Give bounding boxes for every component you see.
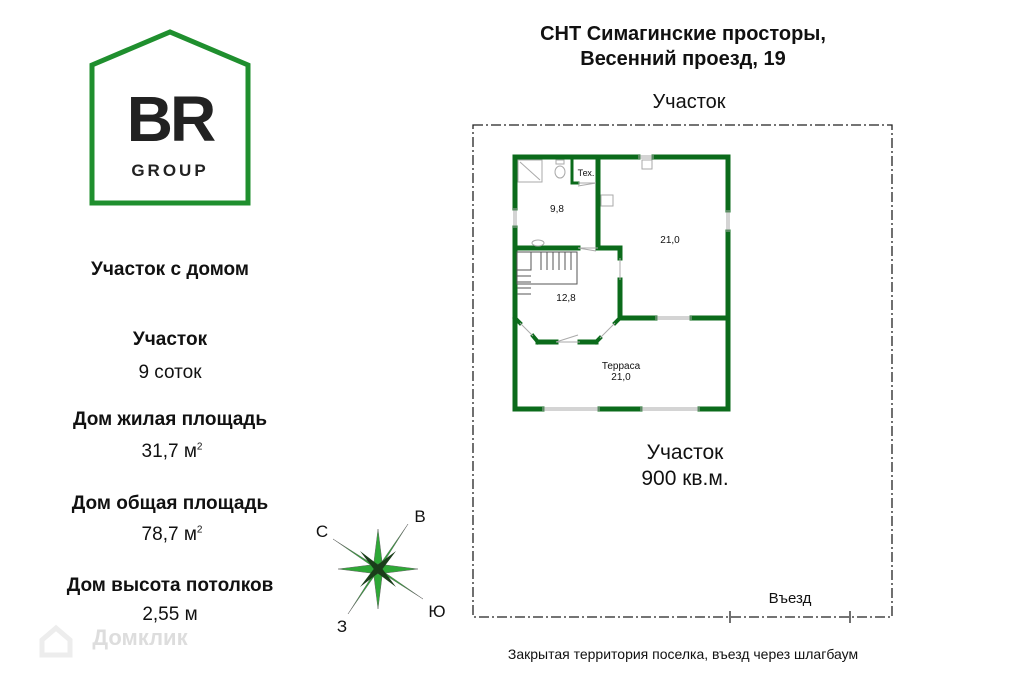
plot-label: Участок xyxy=(132,329,208,350)
compass-w: З xyxy=(336,617,348,636)
room-terrace-area: 21,0 xyxy=(611,372,631,383)
footer-note: Закрытая территория поселка, въезд через… xyxy=(507,646,859,662)
room-terrace: Терраса xyxy=(601,361,641,372)
compass-s: Ю xyxy=(428,602,446,621)
ceiling-value: 2,55 м xyxy=(142,604,198,625)
logo-house-icon xyxy=(89,29,251,206)
left-heading: Участок с домом xyxy=(91,259,249,280)
watermark: Домклик xyxy=(92,625,188,650)
compass-n: С xyxy=(315,522,329,541)
superscript: 2 xyxy=(196,524,203,536)
plot-top-label: Участок xyxy=(652,91,726,113)
total-area-label: Дом общая площадь xyxy=(71,493,269,514)
title-line2: Весенний проезд, 19 xyxy=(580,48,786,70)
title-line1: СНТ Симагинские просторы, xyxy=(540,23,826,45)
superscript: 2 xyxy=(196,441,203,453)
living-area-label: Дом жилая площадь xyxy=(72,409,268,430)
plot-boundary xyxy=(472,124,893,618)
room-kitchen: 21,0 xyxy=(660,235,680,246)
windows-and-fixtures xyxy=(513,155,730,411)
domclick-logo-icon xyxy=(39,624,73,658)
floor-plan xyxy=(512,154,731,412)
total-area-number: 78,7 м xyxy=(141,524,197,545)
entrance-label: Въезд xyxy=(768,590,812,607)
total-area-value: 78,7 м2 xyxy=(142,524,203,546)
compass-e: В xyxy=(414,507,426,526)
logo-mark: BR xyxy=(126,83,216,155)
room-bath: 9,8 xyxy=(550,204,564,215)
logo-sub: GROUP xyxy=(131,161,209,180)
compass-rose-icon xyxy=(332,523,424,615)
ceiling-label: Дом высота потолков xyxy=(66,575,274,596)
plot-area-label: Участок xyxy=(646,441,724,464)
living-area-value: 31,7 м2 xyxy=(142,441,203,463)
plot-area-value: 900 кв.м. xyxy=(641,467,729,490)
room-tech: Тех. xyxy=(577,168,595,178)
plot-value: 9 соток xyxy=(138,362,202,383)
room-hall: 12,8 xyxy=(556,293,576,304)
living-area-number: 31,7 м xyxy=(141,441,197,462)
